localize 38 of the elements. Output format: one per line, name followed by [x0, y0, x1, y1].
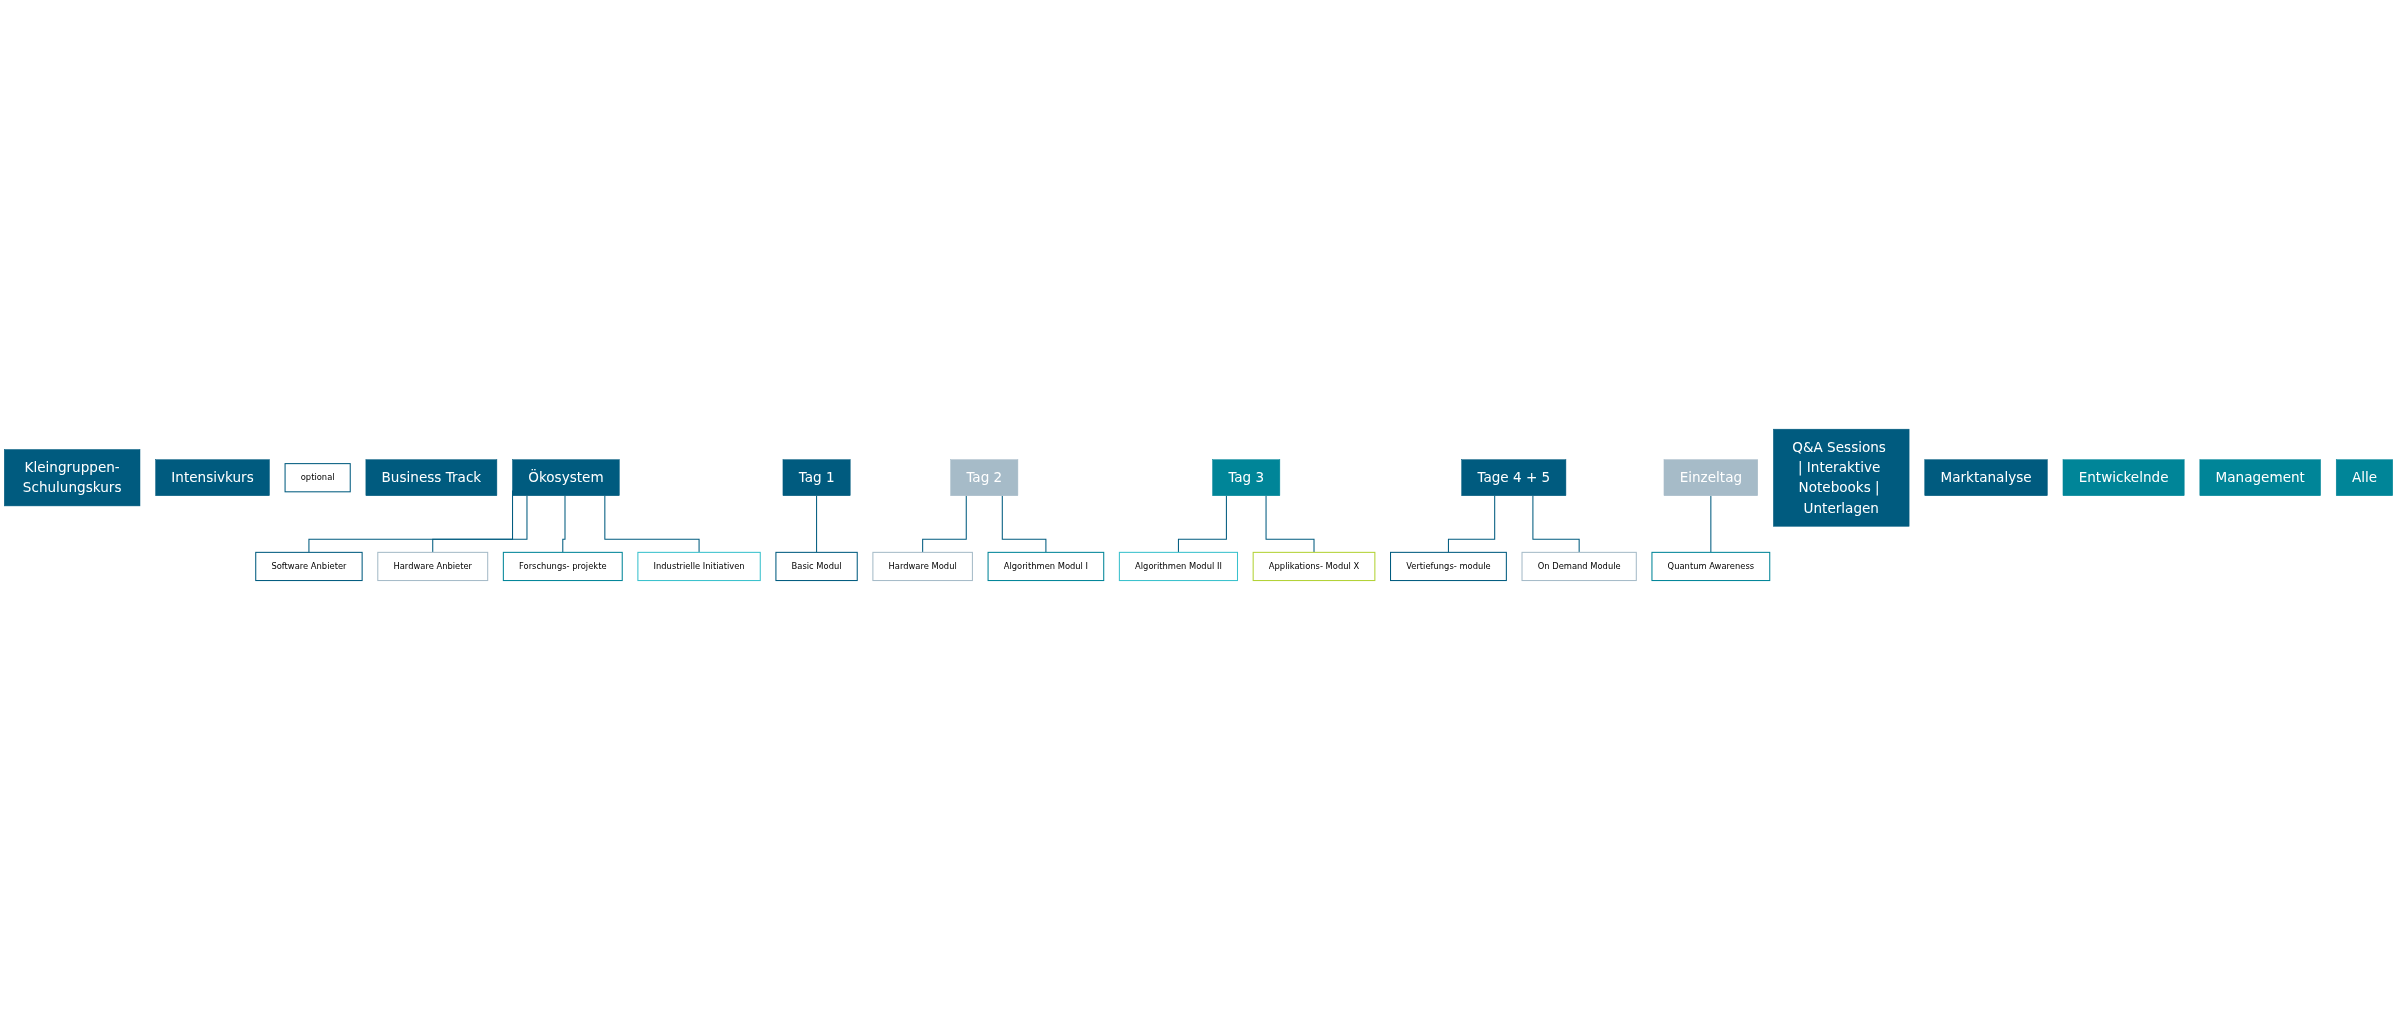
- node-box: Business Track: [365, 459, 498, 496]
- connector: [1177, 494, 1227, 553]
- connector: [1001, 494, 1047, 553]
- node-box: Vertiefungs- module: [1390, 551, 1507, 581]
- node-box: Algorithmen Modul II: [1118, 551, 1238, 581]
- node-box: Tag 2: [950, 459, 1019, 496]
- node-box: Basic Modul: [775, 551, 858, 581]
- node-box: Tag 1: [782, 459, 851, 496]
- connector: [1532, 494, 1580, 553]
- node-box: Tag 3: [1212, 459, 1281, 496]
- node-box: Marktanalyse: [1924, 459, 2048, 496]
- connector: [432, 494, 528, 553]
- node-box: Tage 4 + 5: [1461, 459, 1567, 496]
- node-box: Intensivkurs: [155, 459, 270, 496]
- node-box: Alle: [2335, 459, 2393, 496]
- node-box: Quantum Awareness: [1651, 551, 1771, 581]
- connector: [1447, 494, 1496, 553]
- connector: [1265, 494, 1315, 553]
- connector: [922, 494, 967, 553]
- node-box: Hardware Modul: [872, 551, 973, 581]
- node-box: Einzeltag: [1663, 459, 1758, 496]
- node-box: Forschungs- projekte: [502, 551, 623, 581]
- node-box: Industrielle Initiativen: [637, 551, 761, 581]
- node-box: Entwickelnde: [2062, 459, 2185, 496]
- node-box: Algorithmen Modul I: [987, 551, 1105, 581]
- node-box: Kleingruppen-Schulungskurs: [4, 448, 141, 506]
- node-box: On Demand Module: [1521, 551, 1637, 581]
- connector: [562, 494, 566, 553]
- node-box: Q&A Sessions | Interaktive Notebooks | Unterlagen: [1773, 428, 1910, 527]
- node-box: Software Anbieter: [255, 551, 363, 581]
- node-box: optional: [284, 462, 351, 492]
- connector: [816, 494, 818, 553]
- node-box: Applikations- Modul X: [1252, 551, 1376, 581]
- node-box: Ökosystem: [512, 459, 620, 496]
- node-box: Management: [2199, 459, 2321, 496]
- connector: [604, 494, 700, 553]
- connector: [1710, 494, 1712, 553]
- node-box: Hardware Anbieter: [377, 551, 489, 581]
